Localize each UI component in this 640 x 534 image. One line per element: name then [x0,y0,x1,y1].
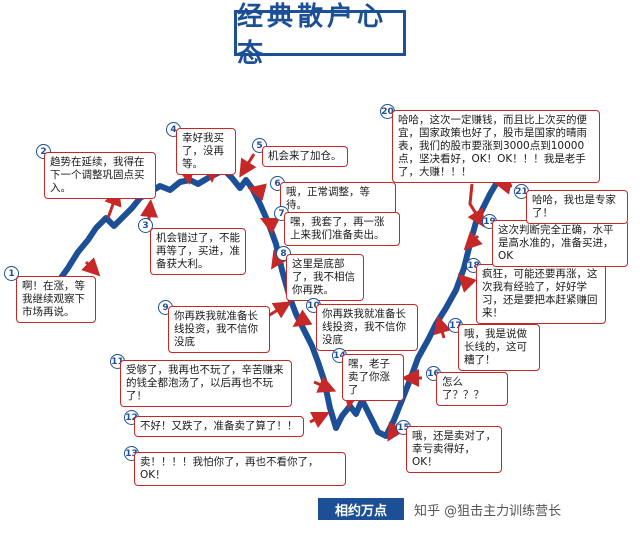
step-1-number: 1 [4,266,19,281]
step-3-number: 3 [138,218,153,233]
step-7-bubble: 嘿，我套了，再一涨上来我们准备卖出。 [284,212,400,246]
step-11-bubble: 受够了，我再也不玩了，辛苦赚来的钱全都泡汤了，以后再也不玩了！ [120,360,292,407]
step-2-bubble: 趋势在延续，我得在下一个调整巩固点买入。 [44,152,156,199]
step-8-bubble: 这里是底部了，我不相信你再跌。 [286,254,364,301]
brand-label: 相约万点 [318,498,404,520]
step-4-bubble: 幸好我买了，没再等。 [176,128,236,175]
step-12-bubble: 不好！又跌了，准备卖了算了！！ [134,416,304,437]
step-16-bubble: 怎么了？？？ [436,372,508,406]
step-17-bubble: 哦，我是说做长线的，这可糟了！ [458,324,540,371]
step-13-bubble: 卖！！！！我怕你了，再也不看你了，OK！ [134,452,346,486]
page-title: 经典散户心态 [237,2,388,69]
step-20-bubble: 哈哈，这次一定赚钱，而且比上次买的便宜，国家政策也好了，股市是国家的晴雨表，我们… [392,110,600,183]
step-1-bubble: 啊！在涨，等我继续观察下市场再说。 [16,276,96,323]
step-3-bubble: 机会错过了，不能再等了，买进，准备获大利。 [150,228,246,275]
step-5-bubble: 机会来了加仓。 [262,146,348,167]
step-6-bubble: 哦，正常调整，等待。 [280,182,396,216]
step-9-bubble: 你再跌我就准备长线投资，我不信你没底 [168,306,270,353]
step-19-bubble: 这次判断完全正确，水平是高水准的，准备买进，OK [492,220,628,267]
step-18-bubble: 疯狂，可能还要再涨，这次我有经验了，好好学习，还是要把本赶紧赚回来！ [476,264,606,324]
step-21-bubble: 哈哈，我也是专家了！ [526,190,628,224]
step-15-bubble: 哦，还是卖对了，幸亏卖得好，OK！ [406,426,502,473]
step-14-bubble: 嘿，老子卖了你涨了 [342,354,404,401]
step-10-bubble: 你再跌我就准备长线投资，我不信你没底 [316,304,418,351]
title-box: 经典散户心态 [234,2,406,69]
watermark: 知乎 @狙击主力训练营长 [414,504,562,519]
